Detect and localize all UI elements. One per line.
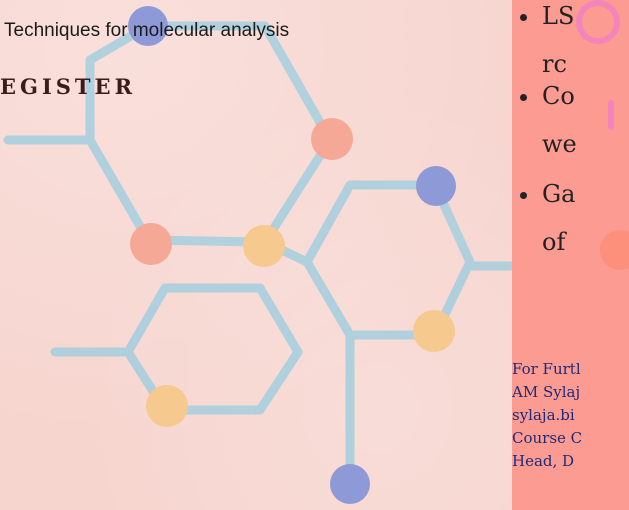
contact-line: For Furtl — [512, 360, 581, 378]
bond-right-hexagon — [302, 180, 475, 340]
course-subtitle: Techniques for molecular analysis — [4, 20, 290, 41]
bond-top-hexagon — [85, 21, 335, 247]
atom-blue — [416, 166, 456, 206]
bullet-line: rc — [542, 50, 567, 78]
atom-yellow — [243, 225, 285, 267]
atom-blue — [128, 6, 168, 46]
bullet-line: we — [542, 130, 577, 158]
bar-decoration-icon — [608, 100, 614, 130]
atom-yellow — [146, 385, 188, 427]
bullet-line: of — [542, 228, 566, 256]
ring-decoration-icon — [576, 0, 620, 44]
contact-email[interactable]: sylaja.bi — [512, 406, 575, 424]
bullet-dot-icon — [520, 192, 527, 199]
dot-decoration-icon — [600, 230, 629, 270]
atom-peach — [311, 118, 353, 160]
contact-line: Course C — [512, 429, 583, 447]
bullet-line: LS — [542, 2, 575, 30]
contact-line: AM Sylaj — [512, 383, 581, 401]
bullet-dot-icon — [520, 14, 527, 21]
bullet-line: Ga — [542, 180, 576, 208]
atom-blue — [330, 464, 370, 504]
bullet-dot-icon — [520, 94, 527, 101]
contact-line: Head, D — [512, 452, 575, 470]
bullet-line: Co — [542, 82, 575, 110]
register-link[interactable]: EGISTER — [0, 74, 137, 99]
info-panel: LS rc Co we Ga of For Furtl AM Sylaj syl… — [512, 0, 629, 510]
atom-yellow — [413, 310, 455, 352]
atom-peach — [130, 223, 172, 265]
contact-info: For Furtl AM Sylaj sylaja.bi Course C He… — [512, 358, 582, 473]
